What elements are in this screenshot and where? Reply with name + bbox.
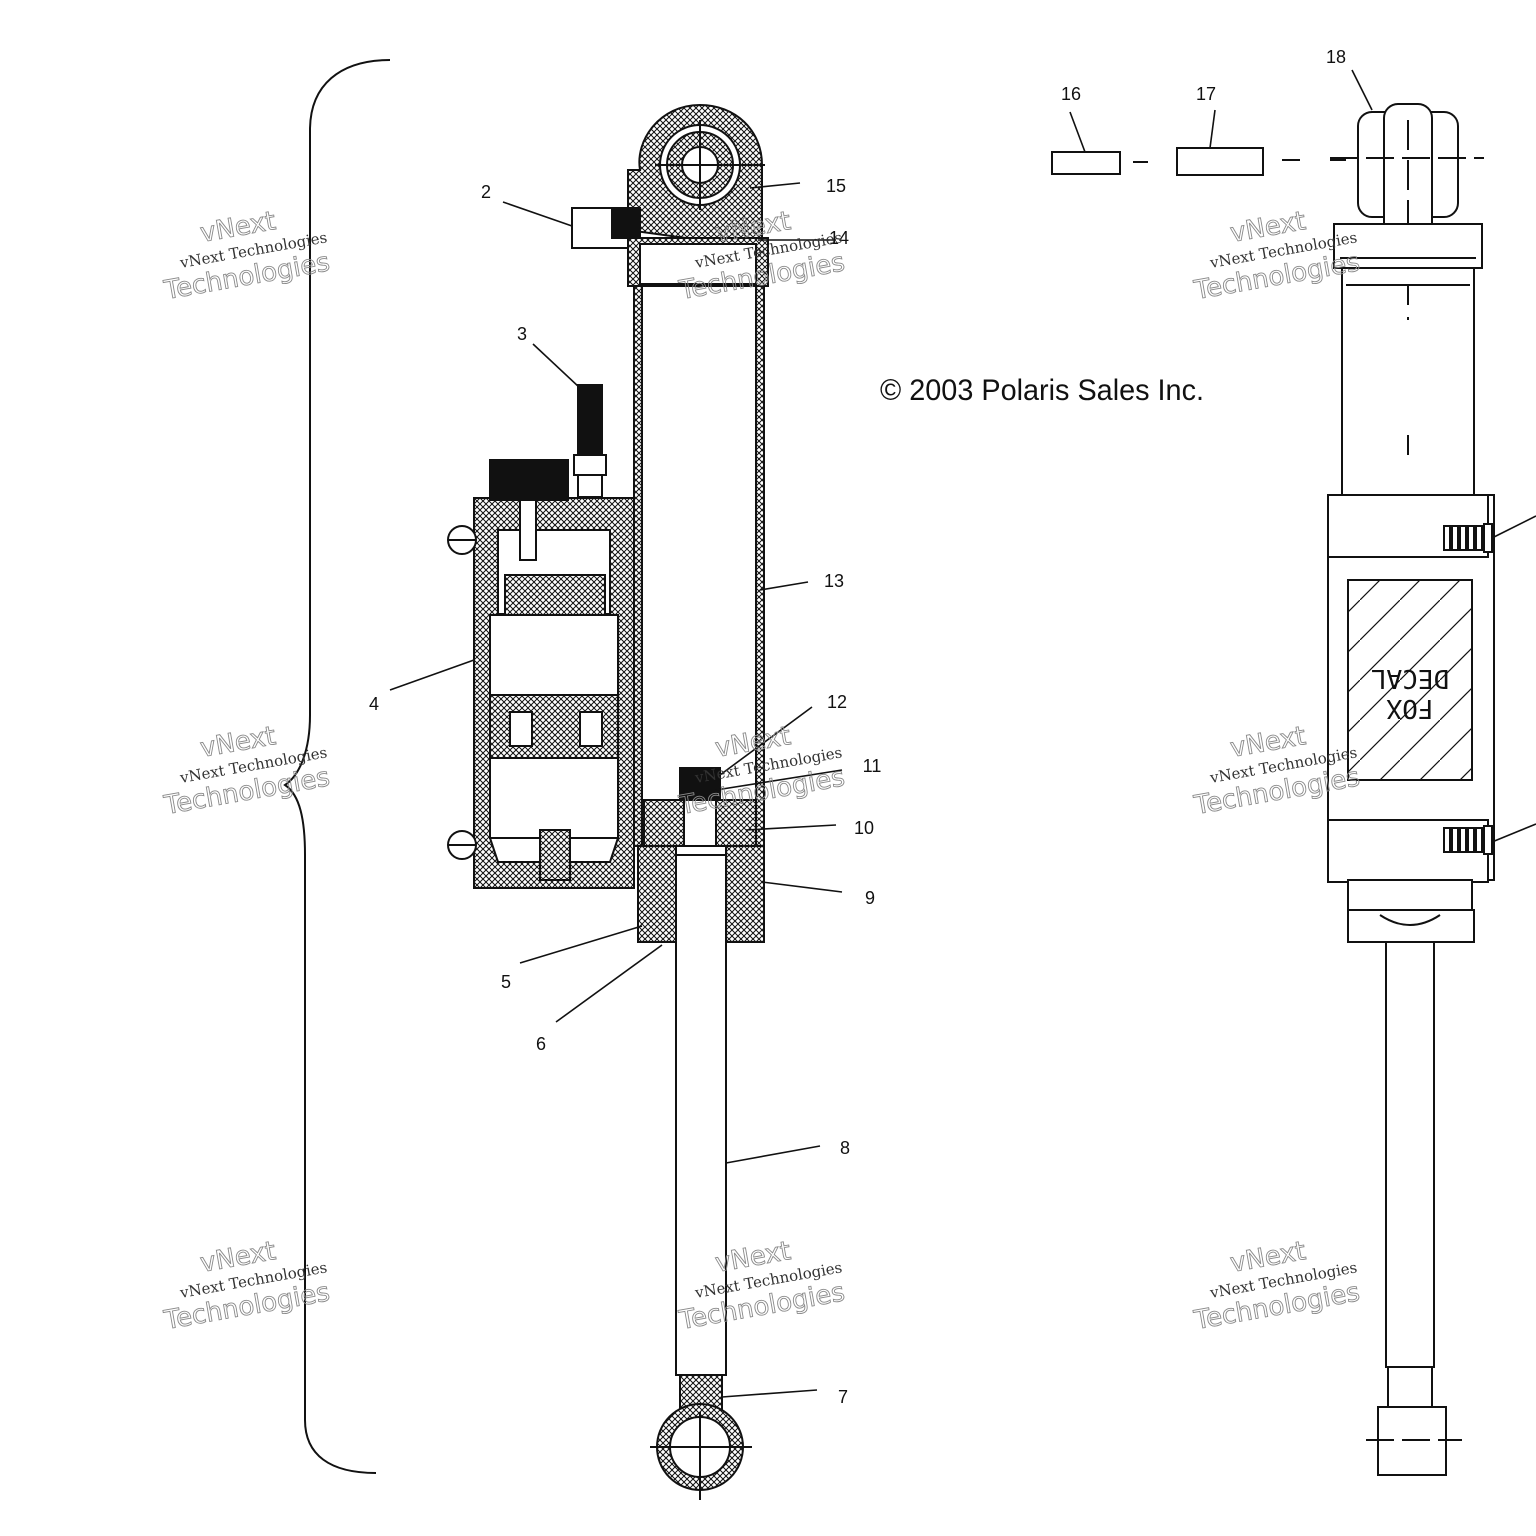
watermark: vNext vNext Technologies Technologies bbox=[1191, 1236, 1363, 1337]
callout-9: 9 bbox=[865, 888, 875, 908]
callout-11: 11 bbox=[863, 756, 882, 776]
clamp-teeth-lower bbox=[1443, 825, 1493, 855]
part-16 bbox=[1051, 151, 1121, 175]
callout-labels: 2 3 4 5 6 7 8 9 10 11 12 13 14 15 16 17 … bbox=[369, 47, 1346, 1407]
callout-16: 16 bbox=[1061, 84, 1081, 104]
clamp-teeth-upper bbox=[1443, 523, 1493, 553]
callout-4: 4 bbox=[369, 694, 379, 714]
fox-decal: FOX DECAL bbox=[1371, 663, 1449, 723]
part-17 bbox=[1176, 147, 1264, 176]
callout-12: 12 bbox=[827, 692, 847, 712]
callout-18: 18 bbox=[1326, 47, 1346, 67]
decal-line-1: FOX bbox=[1386, 693, 1433, 723]
leader-lines bbox=[389, 69, 1536, 1398]
callout-17: 17 bbox=[1196, 84, 1216, 104]
decal-line-2: DECAL bbox=[1371, 663, 1449, 693]
callout-7: 7 bbox=[838, 1387, 848, 1407]
callout-5: 5 bbox=[501, 972, 511, 992]
watermark: vNext vNext Technologies Technologies bbox=[161, 1236, 333, 1337]
callout-6: 6 bbox=[536, 1034, 546, 1054]
watermark: vNext vNext Technologies Technologies bbox=[161, 206, 333, 307]
callout-15: 15 bbox=[826, 176, 846, 196]
callout-2: 2 bbox=[481, 182, 491, 202]
callout-3: 3 bbox=[517, 324, 527, 344]
cutaway-shock bbox=[447, 103, 769, 1500]
copyright-text: © 2003 Polaris Sales Inc. bbox=[880, 374, 1204, 407]
watermark: vNext vNext Technologies Technologies bbox=[1191, 206, 1363, 307]
assembly-bracket bbox=[283, 59, 391, 1474]
callout-8: 8 bbox=[840, 1138, 850, 1158]
callout-10: 10 bbox=[854, 818, 874, 838]
exterior-shock bbox=[1327, 103, 1495, 1476]
callout-14: 14 bbox=[829, 228, 849, 248]
callout-13: 13 bbox=[824, 571, 844, 591]
watermark: vNext vNext Technologies Technologies bbox=[161, 721, 333, 822]
